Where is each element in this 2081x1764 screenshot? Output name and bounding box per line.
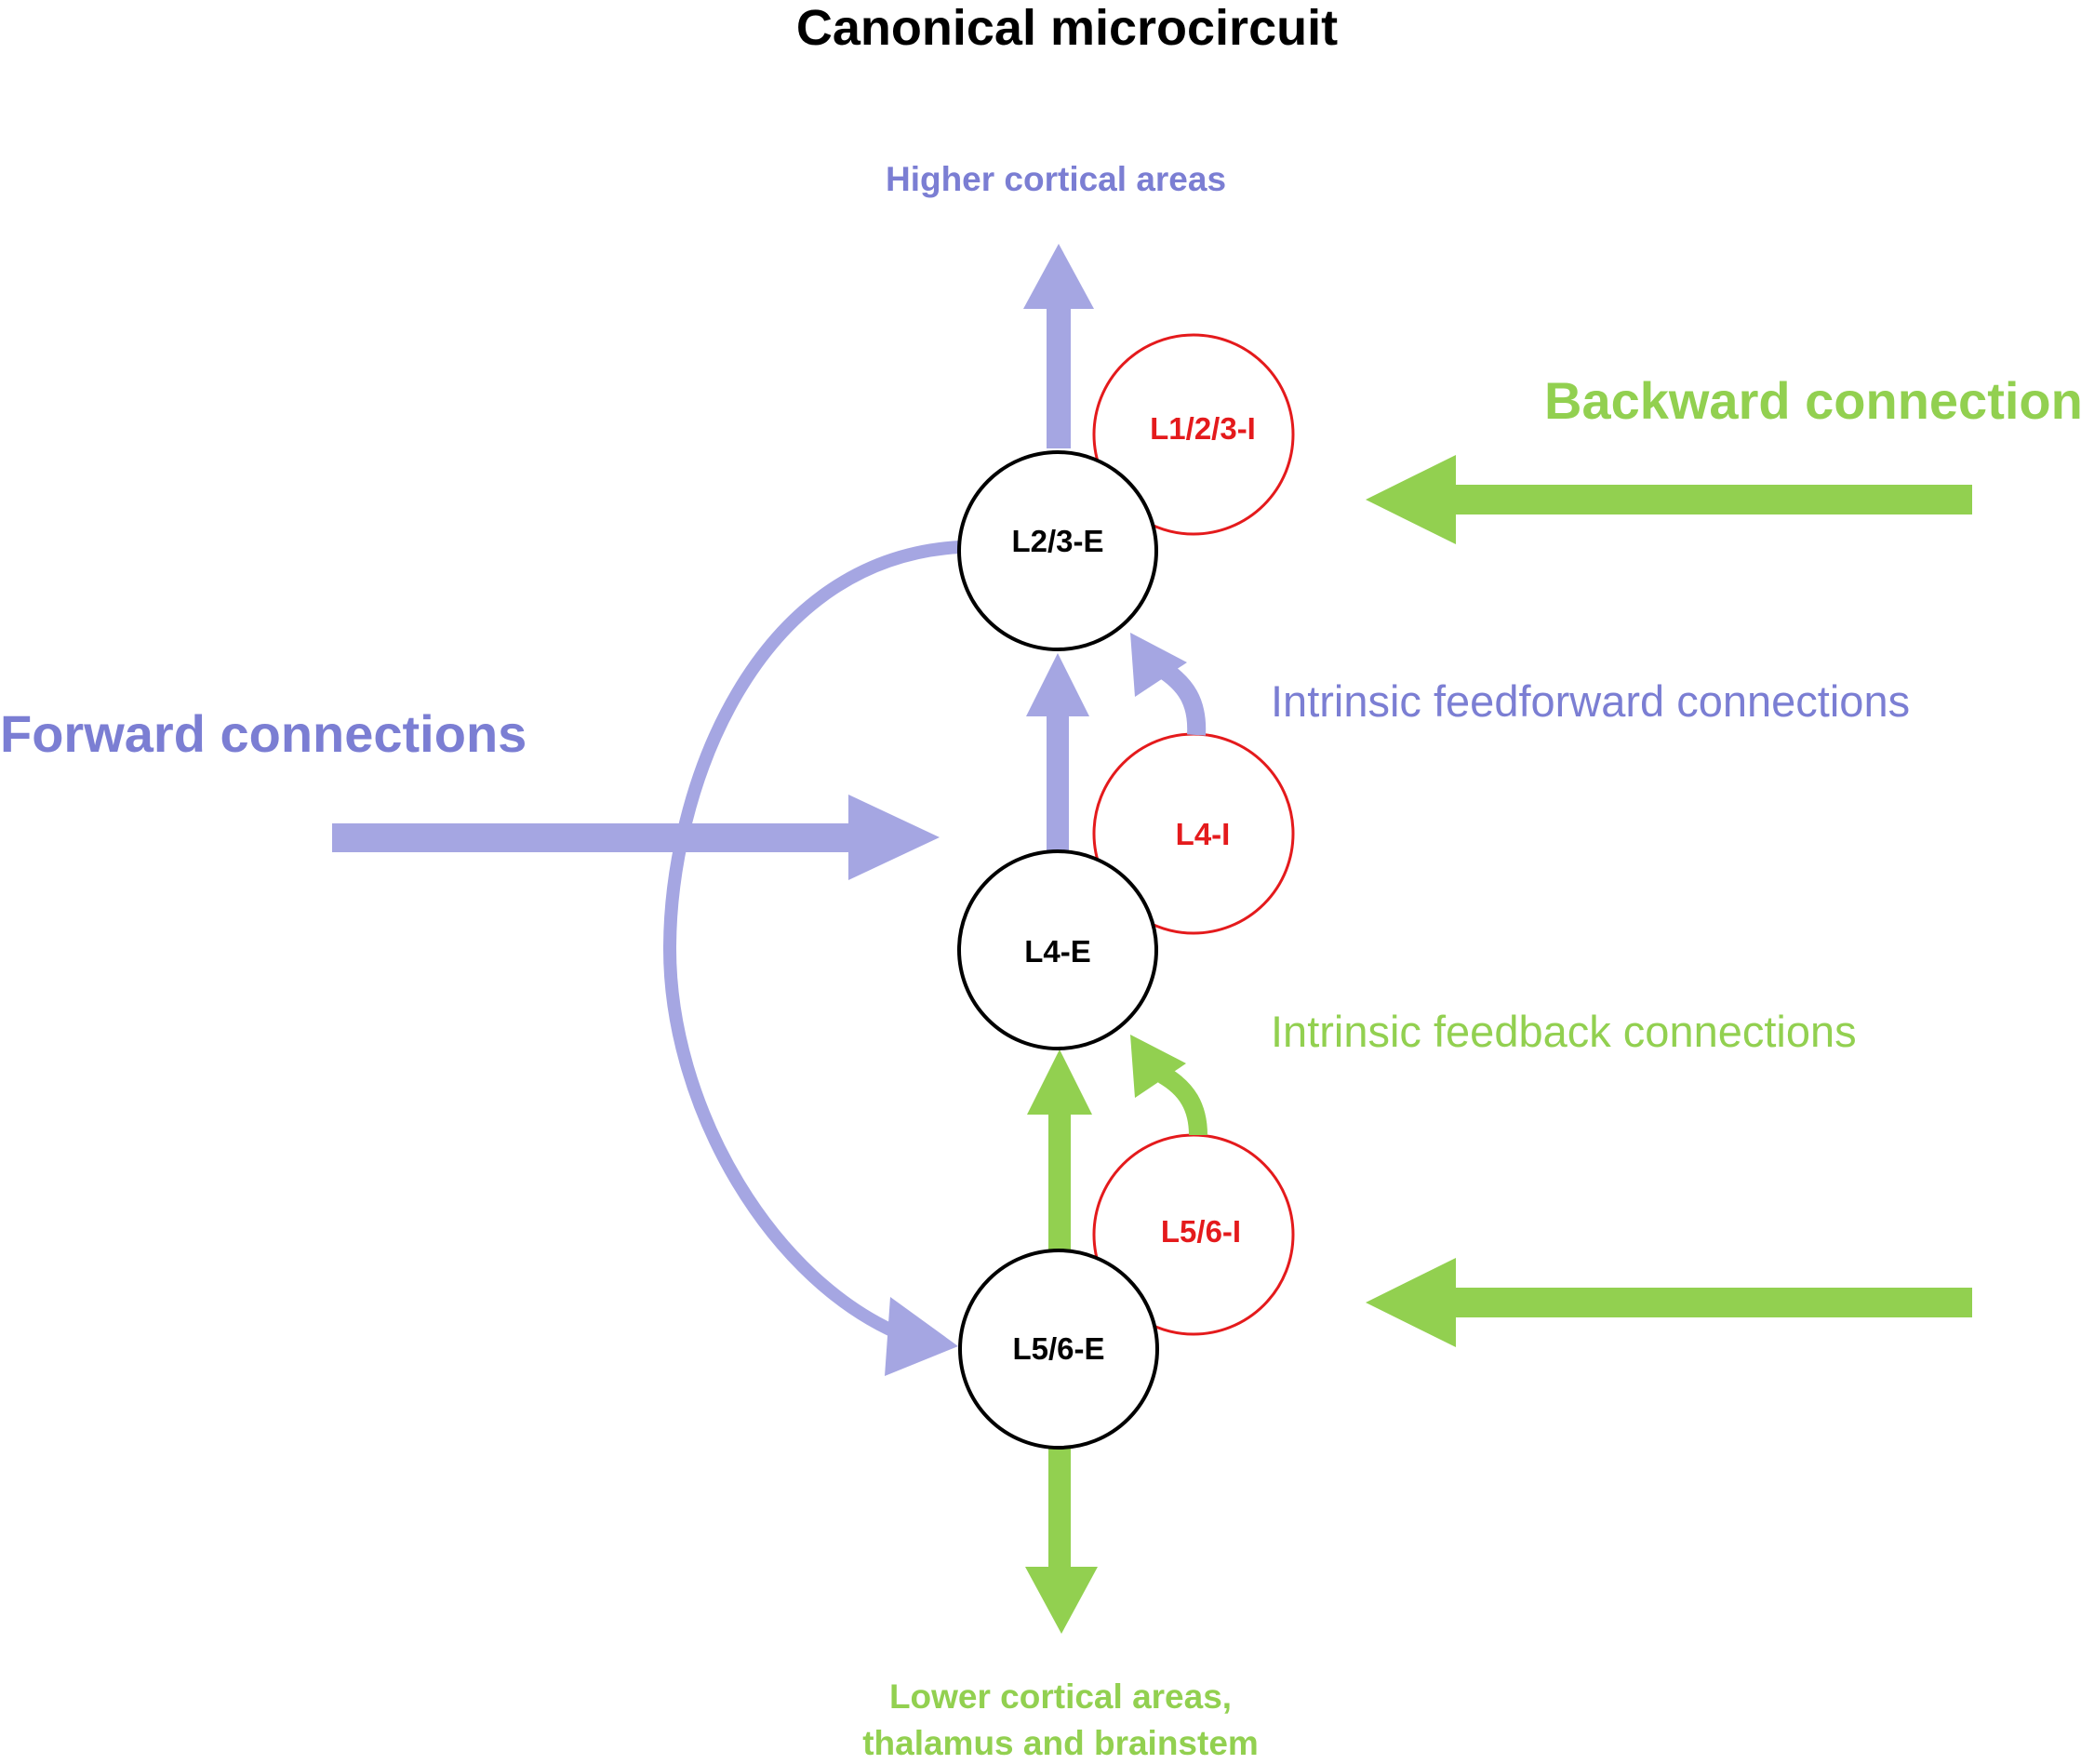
node-l4i-label: L4-I xyxy=(1176,817,1231,851)
ff-arrow-l4e-to-l23e xyxy=(1026,653,1089,851)
lower-cortical-areas-label-line2: thalamus and brainstem xyxy=(862,1724,1259,1762)
node-l123i-label: L1/2/3-I xyxy=(1150,411,1256,446)
backward-arrow-upper xyxy=(1366,455,1972,544)
higher-cortical-areas-label: Higher cortical areas xyxy=(886,160,1226,198)
output-arrow-higher xyxy=(1023,244,1094,448)
backward-arrow-lower xyxy=(1366,1258,1972,1347)
node-l56e-label: L5/6-E xyxy=(1012,1331,1104,1366)
forward-loop-arrow xyxy=(662,541,961,1376)
fb-arrow-l56i-to-l4e xyxy=(1130,1035,1207,1136)
intrinsic-feedback-label: Intrinsic feedback connections xyxy=(1271,1007,1857,1056)
node-l123i-circle xyxy=(1092,333,1295,536)
forward-input-arrow xyxy=(332,795,940,880)
forward-connections-label: Forward connections xyxy=(0,704,527,763)
node-l4e-circle xyxy=(957,849,1158,1050)
node-l56i-label: L5/6-I xyxy=(1161,1214,1241,1249)
intrinsic-feedforward-label: Intrinsic feedforward connections xyxy=(1271,676,1910,726)
node-l4e-label: L4-E xyxy=(1024,934,1091,969)
diagram-title: Canonical microcircuit xyxy=(796,0,1338,56)
node-l23e-label: L2/3-E xyxy=(1011,524,1103,558)
backward-connections-label: Backward connections xyxy=(1544,371,2081,430)
fb-arrow-l56e-to-l4e xyxy=(1027,1049,1092,1251)
node-l56e-circle xyxy=(958,1249,1159,1450)
lower-cortical-areas-label-line1: Lower cortical areas, xyxy=(889,1677,1232,1716)
node-l23e-circle xyxy=(957,450,1158,651)
output-arrow-lower xyxy=(1025,1448,1098,1634)
ff-arrow-l4i-to-l23e xyxy=(1130,633,1207,736)
